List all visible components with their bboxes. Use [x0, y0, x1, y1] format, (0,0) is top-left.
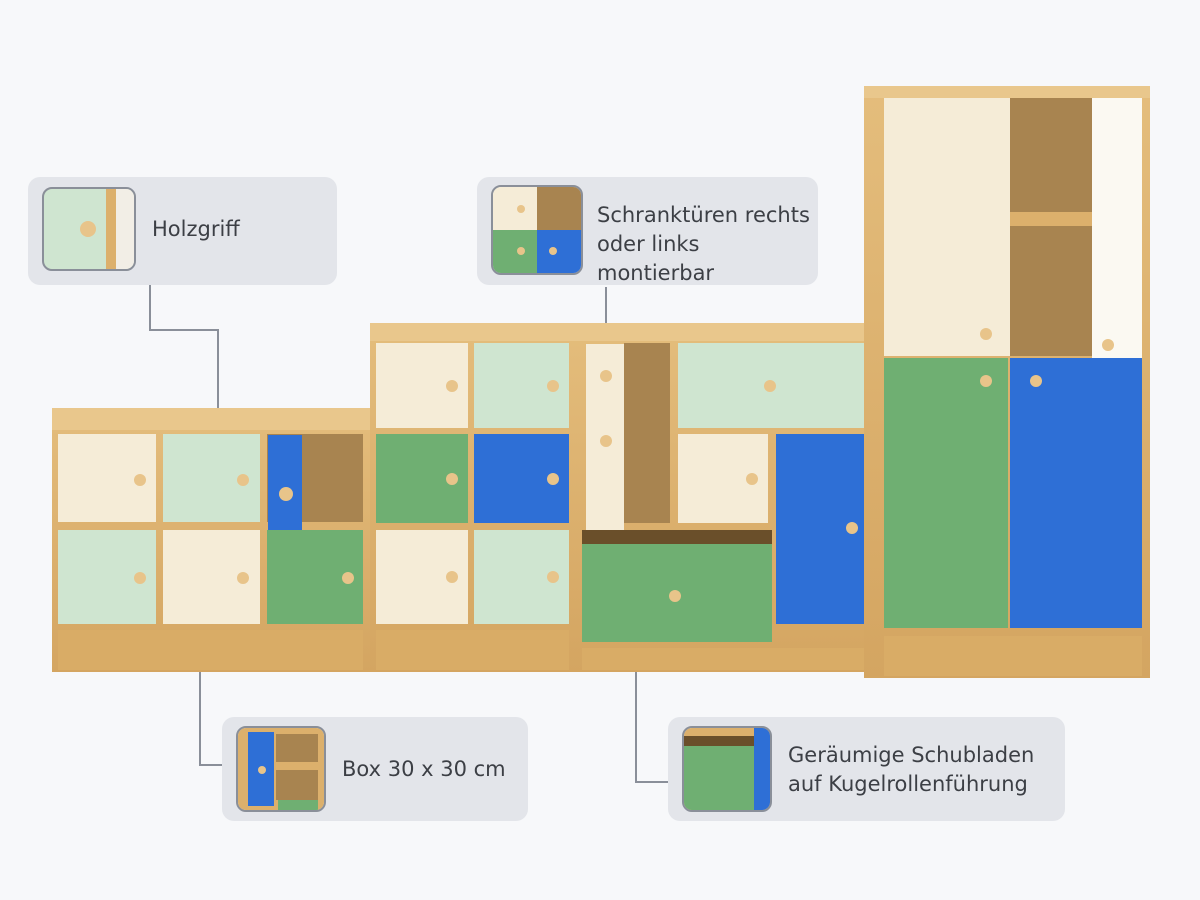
wood-handle-icon — [42, 187, 136, 271]
cabinet-drawer — [576, 323, 874, 672]
cabinet-middle — [370, 323, 576, 672]
cabinet-tall — [864, 86, 1150, 678]
cabinet-low-left — [52, 408, 370, 672]
door-color-grid-icon — [491, 185, 583, 275]
callout-holzgriff-label: Holzgriff — [152, 217, 240, 241]
callout-box: Box 30 x 30 cm — [222, 717, 528, 821]
open-box-icon — [236, 726, 326, 812]
callout-schubladen-label: Geräumige Schubladen auf Kugelrollenführ… — [788, 743, 1035, 796]
callout-schranktueren-label: Schranktüren rechts oder links montierba… — [597, 203, 810, 285]
open-drawer-icon — [682, 726, 772, 812]
callout-schranktueren: Schranktüren rechts oder links montierba… — [477, 177, 818, 285]
callout-box-label: Box 30 x 30 cm — [342, 757, 506, 781]
callout-schubladen: Geräumige Schubladen auf Kugelrollenführ… — [668, 717, 1065, 821]
callout-holzgriff: Holzgriff — [28, 177, 337, 285]
